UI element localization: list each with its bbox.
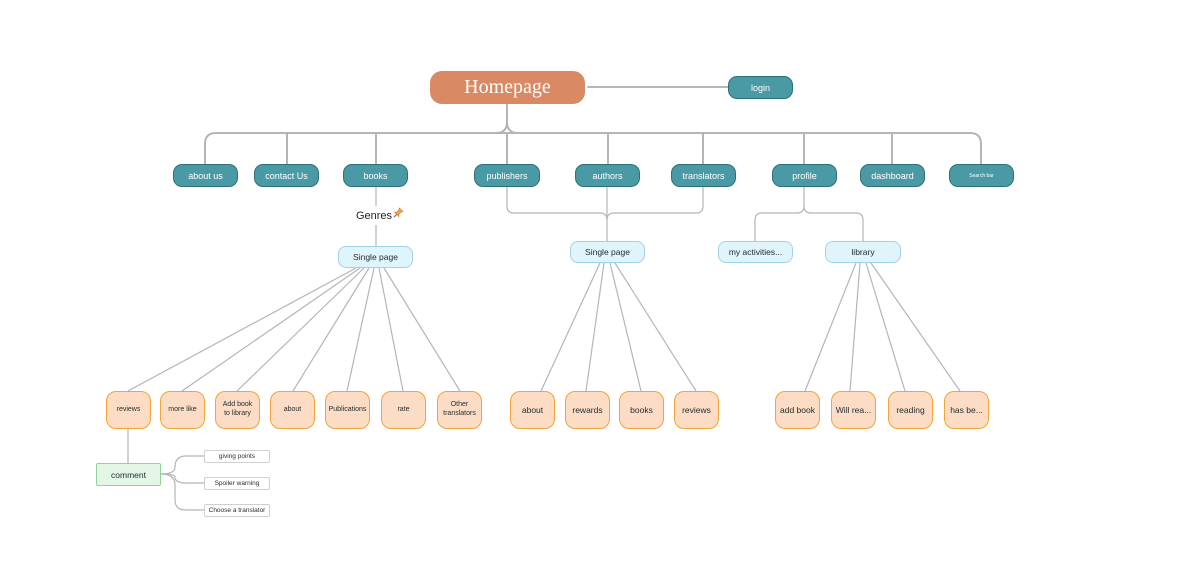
people-item-books[interactable]: books (619, 391, 664, 429)
book-item-more-like[interactable]: more like (160, 391, 205, 429)
nav-contact-us[interactable]: contact Us (254, 164, 319, 187)
connector-fan-publications (346, 267, 375, 392)
book-item-add-to-library[interactable]: Add book to library (215, 391, 260, 429)
connector-publishers-merge (506, 187, 608, 221)
connector-top-bus (204, 132, 982, 165)
comment-option-spoiler-warning[interactable]: Spoiler warning (204, 477, 270, 490)
people-item-rewards[interactable]: rewards (565, 391, 610, 429)
homepage-node[interactable]: Homepage (430, 71, 585, 104)
connector-fan-l-reading (865, 262, 906, 392)
comment-option-giving-points[interactable]: giving points (204, 450, 270, 463)
connector-profile-activities (754, 187, 805, 241)
connector-fan-addbook (236, 267, 365, 392)
book-item-other-translators[interactable]: Other translators (437, 391, 482, 429)
book-item-about[interactable]: about (270, 391, 315, 429)
comment-option-choose-translator[interactable]: Choose a translator (204, 504, 270, 517)
connector-fan-translators (383, 267, 461, 392)
library-item-add-book[interactable]: add book (775, 391, 820, 429)
library-item-has-been[interactable]: has be... (944, 391, 989, 429)
connector-fan-l-hasbeen (870, 262, 961, 392)
connector-trunk-split (495, 121, 519, 134)
book-item-rate[interactable]: rate (381, 391, 426, 429)
books-single-page[interactable]: Single page (338, 246, 413, 268)
library-item-reading[interactable]: reading (888, 391, 933, 429)
connector-fan-about (292, 267, 370, 392)
profile-library[interactable]: library (825, 241, 901, 263)
genres-label: Genres (350, 206, 410, 225)
connector-translators-merge (606, 187, 704, 221)
connector-fan-l-addbook (804, 262, 857, 392)
connector-comment-translator (160, 473, 204, 511)
connector-fan-l-willread (849, 262, 861, 392)
book-item-reviews[interactable]: reviews (106, 391, 151, 429)
library-item-will-read[interactable]: Will rea... (831, 391, 876, 429)
connector-fan-p-reviews (614, 262, 697, 392)
connector-fan-rate (378, 267, 404, 392)
nav-books[interactable]: books (343, 164, 408, 187)
people-item-about[interactable]: about (510, 391, 555, 429)
comment-node[interactable]: comment (96, 463, 161, 486)
nav-dashboard[interactable]: dashboard (860, 164, 925, 187)
pin-icon (393, 207, 404, 218)
connector-profile-library (803, 205, 864, 241)
nav-translators[interactable]: translators (671, 164, 736, 187)
people-item-reviews[interactable]: reviews (674, 391, 719, 429)
nav-publishers[interactable]: publishers (474, 164, 540, 187)
book-item-publications[interactable]: Publications (325, 391, 370, 429)
nav-search-bar[interactable]: Search bar (949, 164, 1014, 187)
people-single-page[interactable]: Single page (570, 241, 645, 263)
connector-fan-morelike (181, 267, 361, 392)
connector-fan-p-rewards (585, 262, 605, 392)
connector-fan-reviews (127, 267, 357, 392)
nav-about-us[interactable]: about us (173, 164, 238, 187)
connector-comment-spoiler (160, 473, 204, 484)
genres-text: Genres (355, 209, 393, 222)
connector-comment-points (160, 455, 204, 475)
profile-my-activities[interactable]: my activities... (718, 241, 793, 263)
connector-fan-p-books (609, 262, 642, 392)
nav-authors[interactable]: authors (575, 164, 640, 187)
login-node[interactable]: login (728, 76, 793, 99)
nav-profile[interactable]: profile (772, 164, 837, 187)
connector-fan-p-about (540, 262, 601, 392)
